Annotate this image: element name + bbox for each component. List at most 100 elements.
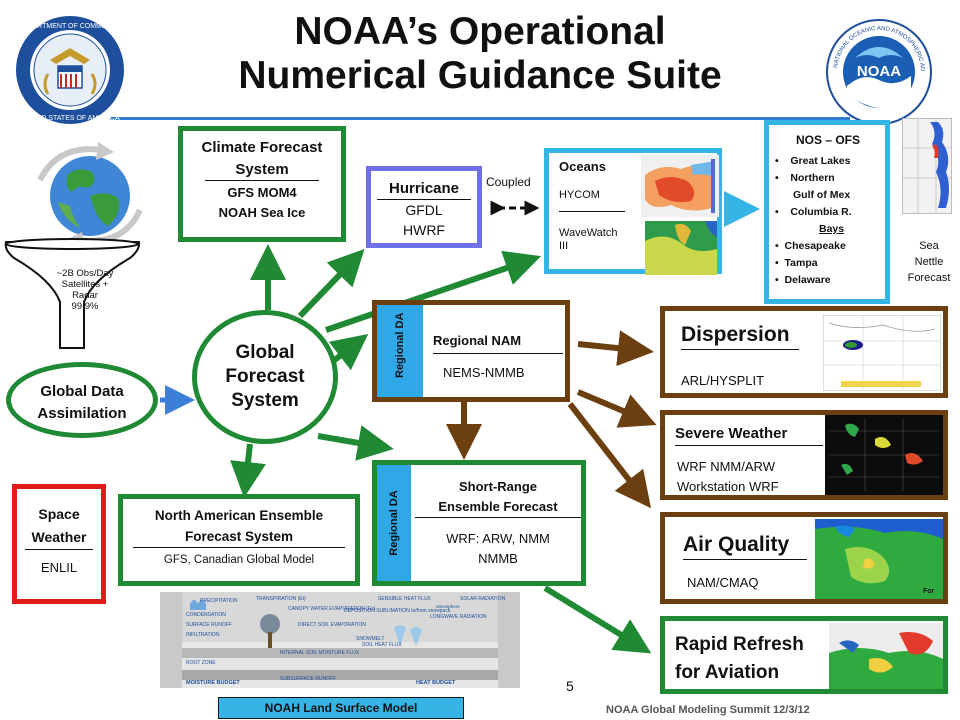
regional-nam-box: Regional DA Regional NAM NEMS-NMMB — [372, 300, 570, 402]
rapid-refresh-map-image — [829, 623, 943, 689]
title-line-1: NOAA’s Operational — [294, 10, 666, 53]
sea-nettle-label: Sea Nettle Forecast — [898, 238, 960, 286]
lsm-subsurface: SUBSURFACE RUNOFF — [280, 676, 336, 682]
air-quality-box: Air Quality NAM/CMAQ For — [660, 512, 948, 604]
rapid-line-1: Rapid Refresh — [675, 634, 804, 655]
regional-nam-title: Regional NAM — [433, 329, 563, 354]
nos-title: NOS – OFS — [795, 133, 860, 147]
commerce-seal-logo: DEPARTMENT OF COMMERCE UNITED STATES OF … — [16, 16, 124, 124]
nos-item-2: • Northern — [775, 172, 835, 184]
hurricane-box: Hurricane GFDL HWRF — [366, 166, 482, 248]
title-line-2: Numerical Guidance Suite — [238, 54, 722, 97]
regional-nam-line-1: NEMS-NMMB — [443, 365, 525, 380]
lsm-infiltration: INFILTRATION — [186, 632, 220, 638]
hurricane-title: Hurricane — [377, 179, 471, 200]
naefs-title-1: North American Ensemble — [154, 508, 324, 523]
arrow-regional-to-airquality — [567, 402, 652, 509]
nos-item-6: • Delaware — [775, 274, 831, 286]
arrow-gfs-to-oceans — [325, 250, 542, 333]
naefs-title-2: Forecast System — [133, 526, 345, 548]
airq-title: Air Quality — [683, 531, 807, 560]
sref-regional-da-sidebar — [377, 465, 411, 581]
nos-item-bays: Bays — [819, 223, 845, 235]
oceans-line-2: WaveWatch — [559, 227, 618, 239]
gda-line-1: Global Data — [40, 383, 124, 400]
oceans-line-1: HYCOM — [559, 189, 600, 201]
sref-title-2: Ensemble Forecast — [415, 497, 581, 518]
nos-item-5: • Tampa — [775, 257, 818, 269]
lsm-sensible: SENSIBLE HEAT FLUX — [378, 596, 432, 602]
title-divider — [110, 117, 850, 120]
globe-icon — [37, 142, 143, 248]
page-number: 5 — [566, 678, 574, 694]
arrow-regional-to-dispersion — [577, 330, 654, 367]
space-weather-box: Space Weather ENLIL — [12, 484, 106, 604]
lsm-moisture-budget: MOISTURE BUDGET — [186, 680, 240, 686]
hysplit-map-image — [823, 315, 941, 391]
noah-lsm-label: NOAH Land Surface Model — [218, 697, 464, 719]
nos-list: • Great Lakes • Northern Gulf of Mex • C… — [775, 153, 881, 289]
svg-text:UNITED STATES OF AMERICA: UNITED STATES OF AMERICA — [20, 115, 120, 122]
arrow-gfs-to-regional — [328, 333, 369, 371]
sea-nettle-map-image — [902, 118, 952, 214]
lsm-canopy: CANOPY WATER EVAPORATION (Ec) — [288, 606, 376, 612]
regional-da-sidebar — [377, 305, 423, 397]
gda-line-2: Assimilation — [37, 405, 127, 422]
sea-nettle-line-1: Sea — [919, 240, 939, 252]
regional-da-label: Regional DA — [394, 312, 406, 378]
space-line-2: Weather — [25, 525, 93, 550]
nos-ofs-box: NOS – OFS • Great Lakes • Northern Gulf … — [764, 120, 890, 304]
global-data-assimilation: Global Data Assimilation — [6, 362, 158, 438]
lsm-condensation: CONDENSATION — [186, 612, 226, 618]
cfs-title-2: System — [205, 159, 319, 181]
arrow-gfs-to-sref — [317, 425, 394, 461]
lsm-root-zone: ROOT ZONE — [186, 660, 216, 666]
arrow-regional-to-severe — [576, 389, 657, 428]
coupled-label: Coupled — [486, 175, 531, 189]
lsm-atmosphere: atmosphere — [436, 604, 460, 609]
sea-nettle-line-2: Nettle — [914, 256, 944, 268]
sref-line-2: NMMB — [478, 551, 518, 566]
airq-line-1: NAM/CMAQ — [687, 575, 759, 590]
noaa-logo: NOAA NATIONAL OCEANIC AND ATMOSPHERIC AD… — [825, 18, 932, 125]
air-quality-map-image: For — [815, 519, 943, 599]
severe-text: WRF NMM/ARW Workstation WRF — [677, 457, 779, 497]
lsm-soil-moisture: INTERNAL SOIL MOISTURE FLUX — [280, 650, 360, 656]
lsm-surface-runoff: SURFACE RUNOFF — [186, 622, 232, 628]
funnel-line-3: Radar — [72, 290, 98, 301]
commerce-seal-text: DEPARTMENT OF COMMERCE — [19, 23, 122, 30]
cfs-title-1: Climate Forecast — [201, 139, 323, 156]
severe-weather-box: Severe Weather WRF NMM/ARW Workstation W… — [660, 410, 948, 500]
lsm-direct-soil: DIRECT SOIL EVAPORATION — [298, 622, 366, 628]
hycom-map-image — [641, 155, 719, 217]
observations-funnel — [4, 238, 141, 349]
lsm-deposition: DEPOSITION SUBLIMATION to/from snowpack — [344, 608, 451, 614]
cfs-line-2: NOAH Sea Ice — [218, 205, 306, 220]
funnel-line-1: ~2B Obs/Day — [56, 268, 114, 279]
dispersion-box: Dispersion ARL/HYSPLIT — [660, 306, 948, 398]
arrow-gfs-to-hurricane — [297, 249, 365, 319]
nos-item-1: • Great Lakes — [775, 155, 851, 167]
land-surface-model-diagram: PRECIPITATION TRANSPIRATION (Et) CONDENS… — [160, 592, 520, 688]
funnel-line-4: 99.9% — [71, 301, 99, 312]
wavewatch-map-image — [645, 221, 717, 275]
severe-line-1: WRF NMM/ARW — [677, 459, 775, 474]
lsm-precipitation: PRECIPITATION — [200, 598, 238, 604]
oceans-title: Oceans — [559, 159, 606, 174]
cfs-line-1: GFS MOM4 — [227, 185, 297, 200]
oceans-wave: WaveWatch III — [559, 227, 617, 253]
noaa-logo-text: NOAA — [857, 63, 901, 80]
severe-line-2: Workstation WRF — [677, 479, 779, 494]
sref-title: Short-Range Ensemble Forecast — [415, 477, 581, 518]
oceans-box: Oceans HYCOM WaveWatch III — [544, 148, 722, 275]
oceans-divider — [559, 211, 625, 212]
oceans-line-3: III — [559, 240, 569, 252]
sref-title-1: Short-Range — [459, 479, 537, 494]
gfs-line-2: Forecast — [225, 366, 305, 387]
sref-text: WRF: ARW, NMM NMMB — [415, 529, 581, 569]
funnel-line-2: Satellites + — [61, 279, 109, 290]
gfs-line-3: System — [231, 390, 299, 411]
climate-forecast-system-box: Climate Forecast System GFS MOM4 NOAH Se… — [178, 126, 346, 242]
sref-regional-da-label: Regional DA — [388, 490, 400, 556]
